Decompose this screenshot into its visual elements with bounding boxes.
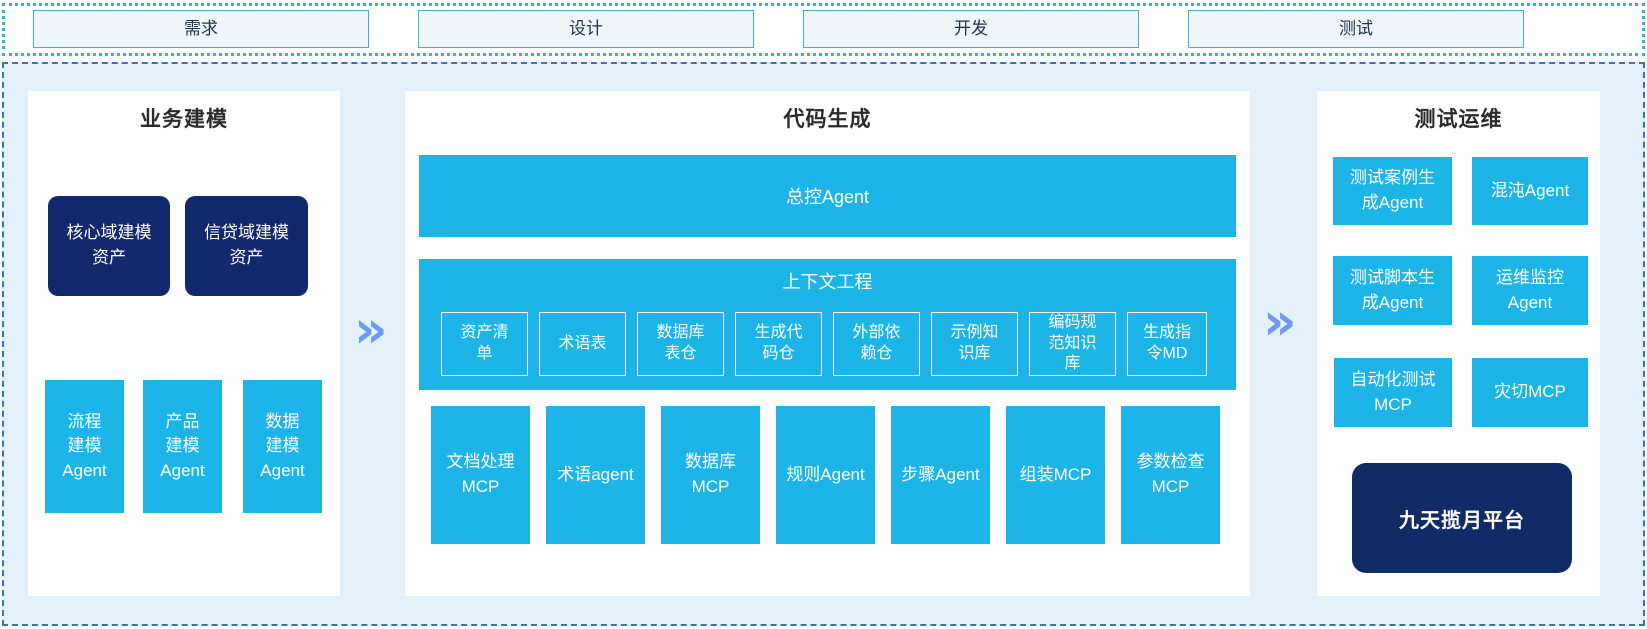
worker-param-check-mcp: 参数检查 MCP: [1121, 406, 1220, 544]
product-modeling-agent-box: 产品 建模 Agent: [143, 380, 222, 513]
auto-test-mcp-box: 自动化测试 MCP: [1334, 358, 1452, 427]
worker-assembly-mcp: 组装MCP: [1006, 406, 1105, 544]
panel-code-generation: 代码生成 总控Agent 上下文工程 资产清 单 术语表 数据库 表仓 生成代 …: [405, 91, 1250, 596]
core-domain-assets-box: 核心域建模 资产: [48, 196, 170, 296]
context-item-coding-standards-kb: 编码规 范知识 库: [1029, 312, 1116, 376]
worker-database-mcp: 数据库 MCP: [661, 406, 760, 544]
phase-bar: 需求 设计 开发 测试: [2, 3, 1645, 56]
data-modeling-agent-box: 数据 建模 Agent: [243, 380, 322, 513]
disaster-switch-mcp-box: 灾切MCP: [1472, 358, 1588, 427]
business-modeling-title: 业务建模: [140, 108, 228, 131]
context-item-db-table-repo: 数据库 表仓: [637, 312, 724, 376]
worker-step-agent: 步骤Agent: [891, 406, 990, 544]
worker-rule-agent: 规则Agent: [776, 406, 875, 544]
process-modeling-agent-box: 流程 建模 Agent: [45, 380, 124, 513]
double-chevron-icon: »: [354, 300, 388, 360]
double-chevron-icon: »: [1263, 292, 1297, 352]
test-case-gen-agent-box: 测试案例生 成Agent: [1333, 157, 1452, 225]
context-item-codegen-repo: 生成代 码仓: [735, 312, 822, 376]
chaos-agent-box: 混沌Agent: [1472, 157, 1588, 225]
test-ops-title: 测试运维: [1414, 108, 1503, 131]
master-agent-bar: 总控Agent: [419, 155, 1236, 237]
context-item-asset-list: 资产清 单: [441, 312, 528, 376]
panel-test-ops: 测试运维 测试案例生 成Agent 混沌Agent 测试脚本生 成Agent 运…: [1317, 91, 1600, 596]
phase-requirements: 需求: [33, 10, 369, 48]
jiutian-platform-box: 九天揽月平台: [1352, 463, 1572, 573]
test-script-gen-agent-box: 测试脚本生 成Agent: [1333, 256, 1452, 325]
phase-testing: 测试: [1188, 10, 1524, 48]
context-engineering-items: 资产清 单 术语表 数据库 表仓 生成代 码仓 外部依 赖仓 示例知 识库 编码…: [441, 312, 1207, 376]
context-item-gen-instruction-md: 生成指 令MD: [1127, 312, 1207, 376]
phase-design: 设计: [418, 10, 754, 48]
ops-monitor-agent-box: 运维监控 Agent: [1472, 256, 1588, 325]
context-engineering-section: 上下文工程 资产清 单 术语表 数据库 表仓 生成代 码仓 外部依 赖仓 示例知…: [419, 259, 1236, 390]
context-item-external-deps-repo: 外部依 赖仓: [833, 312, 920, 376]
phase-development: 开发: [803, 10, 1139, 48]
context-item-example-kb: 示例知 识库: [931, 312, 1018, 376]
worker-doc-processing-mcp: 文档处理 MCP: [431, 406, 530, 544]
panel-business-modeling: 业务建模 核心域建模 资产 信贷域建模 资产 流程 建模 Agent 产品 建模…: [28, 91, 340, 596]
main-diagram: 业务建模 核心域建模 资产 信贷域建模 资产 流程 建模 Agent 产品 建模…: [2, 62, 1645, 626]
worker-glossary-agent: 术语agent: [546, 406, 645, 544]
context-item-glossary: 术语表: [539, 312, 626, 376]
credit-domain-assets-box: 信贷域建模 资产: [185, 196, 308, 296]
code-generation-title: 代码生成: [783, 108, 872, 131]
context-engineering-title: 上下文工程: [782, 272, 873, 292]
worker-row: 文档处理 MCP 术语agent 数据库 MCP 规则Agent 步骤Agent…: [431, 406, 1220, 544]
